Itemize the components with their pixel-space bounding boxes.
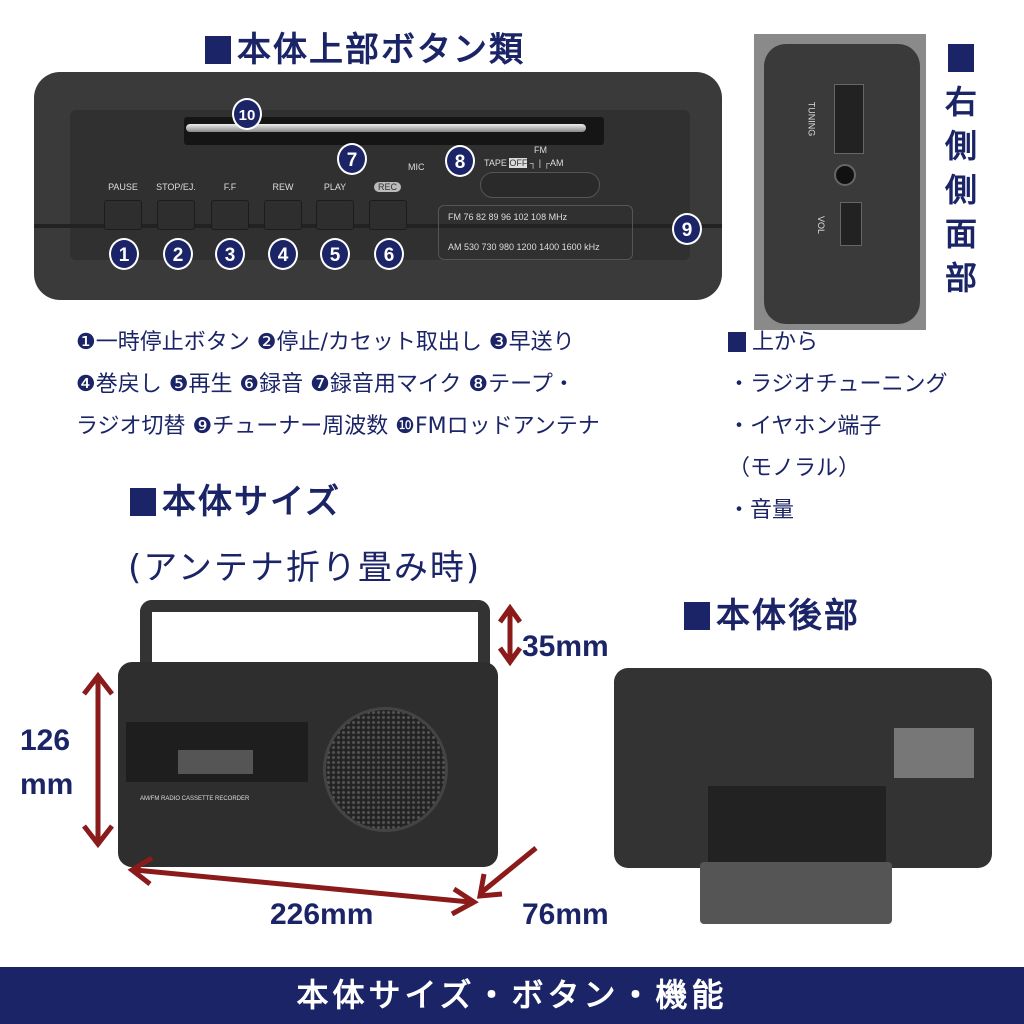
handle-height-value: 35mm	[522, 630, 609, 663]
list-item: ・イヤホン端子	[728, 414, 882, 439]
footer-banner: 本体サイズ・ボタン・機能	[0, 967, 1024, 1024]
tuning-wheel[interactable]	[834, 84, 864, 154]
right-side-heading: 右側側面部	[944, 36, 978, 300]
vol-label: VOL	[816, 215, 827, 235]
rew-label: REW	[272, 182, 294, 192]
rec-button[interactable]	[369, 200, 407, 230]
size-subtitle: (アンテナ折り畳み時)	[128, 548, 482, 588]
list-item: （モノラル）	[728, 456, 861, 481]
pause-button[interactable]	[104, 200, 142, 230]
list-item: ・ラジオチューニング	[728, 372, 948, 397]
stop-eject-button[interactable]	[157, 200, 195, 230]
marker-8: 8	[445, 145, 475, 177]
fm-scale: FM 76 82 89 96 102 108 MHz	[448, 212, 568, 222]
heading-text: 本体上部ボタン類	[237, 30, 525, 70]
back-heading: 本体後部	[684, 588, 860, 637]
front-label: AM/FM RADIO CASSETTE RECORDER	[140, 796, 250, 802]
list-item: ・音量	[728, 498, 795, 523]
pause-label: PAUSE	[108, 182, 138, 192]
dimension-arrows	[82, 603, 538, 917]
marker-3: 3	[215, 238, 245, 270]
right-side-photo: TUNING VOL	[754, 34, 926, 330]
handle	[140, 600, 490, 670]
speaker	[323, 707, 448, 832]
play-button[interactable]	[316, 200, 354, 230]
height-value: 126	[20, 724, 71, 757]
height-unit: mm	[20, 768, 74, 801]
battery-cover	[700, 862, 892, 924]
ff-button[interactable]	[211, 200, 249, 230]
rec-label: REC	[374, 182, 402, 192]
radio-front-photo: AM/FM RADIO CASSETTE RECORDER	[118, 662, 498, 867]
antenna	[186, 124, 586, 132]
desc-line: ❶一時停止ボタン ❷停止/カセット取出し ❸早送り	[76, 330, 575, 355]
marker-6: 6	[374, 238, 404, 270]
radio-back-photo	[614, 668, 992, 868]
desc-line: ❹巻戻し ❺再生 ❻録音 ❼録音用マイク ❽テープ・	[76, 372, 575, 397]
width-value: 226mm	[270, 898, 374, 931]
marker-7: 7	[337, 143, 367, 175]
top-buttons-heading: 本体上部ボタン類	[205, 22, 525, 71]
fm-label: FM	[534, 145, 547, 155]
size-heading: 本体サイズ	[130, 474, 341, 523]
tuning-label: TUNING	[806, 101, 817, 137]
desc-line: ラジオ切替 ❾チューナー周波数 ❿FMロッドアンテナ	[76, 414, 600, 439]
button-descriptions: ❶一時停止ボタン ❷停止/カセット取出し ❸早送り ❹巻戻し ❺再生 ❻録音 ❼…	[76, 322, 600, 448]
volume-wheel[interactable]	[840, 202, 862, 246]
tuner-dial	[438, 205, 633, 260]
ff-label: F.F	[223, 182, 237, 192]
marker-10: 10	[232, 98, 262, 130]
earphone-jack	[834, 164, 856, 186]
marker-9: 9	[672, 213, 702, 245]
mic-label: MIC	[408, 162, 425, 172]
marker-5: 5	[320, 238, 350, 270]
right-side-list: 上から ・ラジオチューニング ・イヤホン端子 （モノラル） ・音量	[728, 322, 948, 532]
stop-label: STOP/EJ.	[156, 182, 196, 192]
marker-4: 4	[268, 238, 298, 270]
marker-1: 1	[109, 238, 139, 270]
play-label: PLAY	[323, 182, 347, 192]
tape-radio-switch[interactable]	[480, 172, 600, 198]
radio-top-panel: FM 76 82 89 96 102 108 MHz AM 530 730 98…	[34, 72, 722, 300]
rew-button[interactable]	[264, 200, 302, 230]
depth-value: 76mm	[522, 898, 609, 931]
tape-label: TAPE OFF ┐ | ┌AM	[484, 158, 564, 168]
am-scale: AM 530 730 980 1200 1400 1600 kHz	[448, 242, 600, 252]
marker-2: 2	[163, 238, 193, 270]
